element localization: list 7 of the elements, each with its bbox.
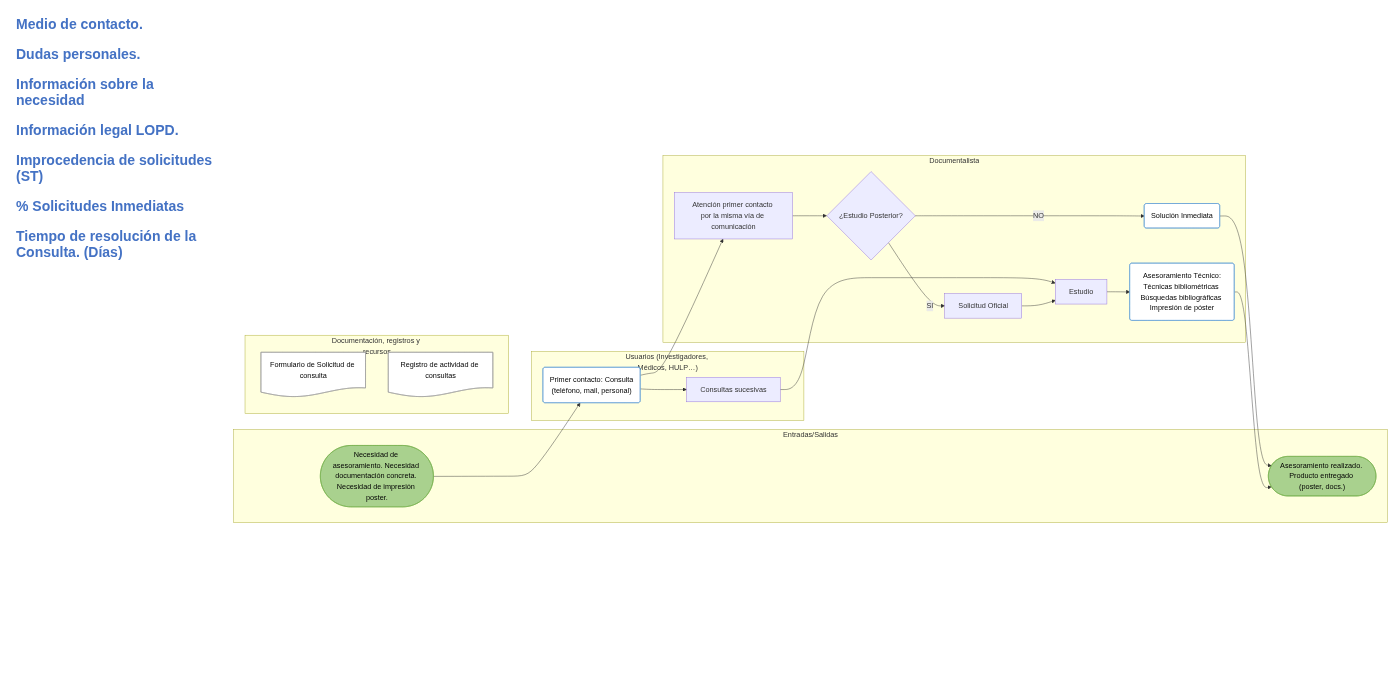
note-text: Información legal LOPD.	[16, 122, 180, 138]
note-text: Medio de contacto.	[16, 16, 144, 32]
note-text: Improcedencia de solicitudes (ST)	[16, 152, 214, 184]
note-text: Tiempo de resolución de la Consulta. (Días)	[16, 228, 198, 260]
note-text: Dudas personales.	[16, 46, 142, 62]
note-text: Información sobre la necesidad	[16, 76, 155, 108]
note-text: % Solicitudes Inmediatas	[16, 198, 186, 214]
